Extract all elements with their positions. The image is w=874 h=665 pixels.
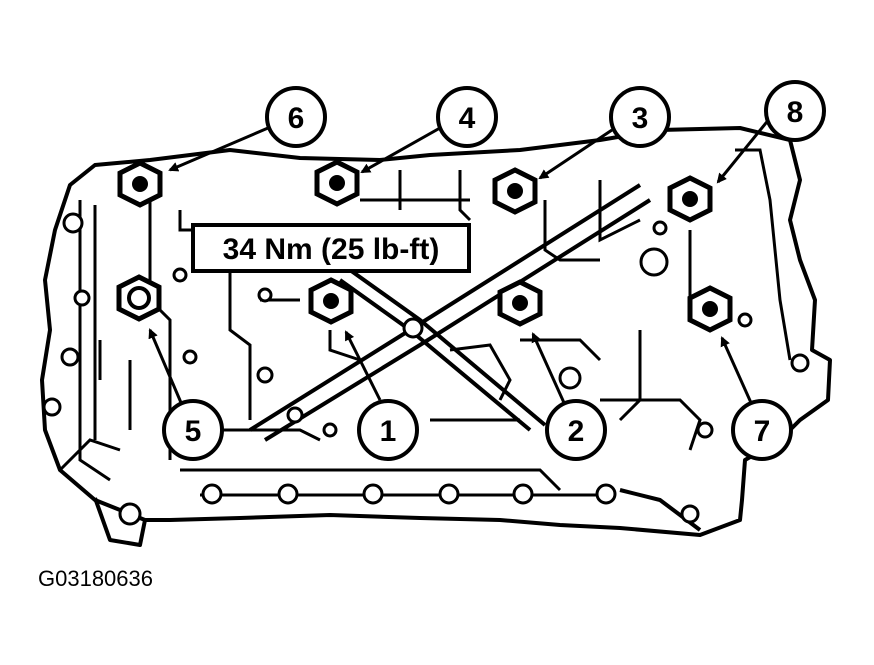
callout-3: 3 [609, 86, 671, 148]
callout-6-label: 6 [288, 102, 305, 135]
callout-1: 1 [357, 399, 419, 461]
callout-7: 7 [731, 399, 793, 461]
leader-arrows [148, 117, 772, 406]
perimeter-bolts [118, 483, 700, 526]
figure-code: G03180636 [38, 566, 153, 591]
bolt-3 [492, 167, 538, 215]
callout-8-label: 8 [787, 96, 804, 129]
callout-5: 5 [162, 399, 224, 461]
callout-5-label: 5 [185, 415, 202, 448]
callout-4-label: 4 [459, 102, 476, 135]
callout-7-label: 7 [754, 415, 771, 448]
torque-spec-label: 34 Nm (25 lb-ft) [223, 233, 440, 266]
callout-8: 8 [764, 80, 826, 142]
rib-junction [402, 317, 424, 339]
torque-spec-box: 34 Nm (25 lb-ft) [191, 223, 471, 273]
callout-2-label: 2 [568, 415, 585, 448]
bolt-2 [497, 279, 543, 327]
bolt-7 [687, 285, 733, 333]
callout-2: 2 [545, 399, 607, 461]
callout-4: 4 [436, 86, 498, 148]
callout-3-label: 3 [632, 102, 649, 135]
callout-1-label: 1 [380, 415, 397, 448]
bolt-4 [314, 159, 360, 207]
bolt-6 [117, 160, 163, 208]
bolt-1 [308, 277, 354, 325]
small-ports [42, 212, 810, 439]
callout-6: 6 [265, 86, 327, 148]
bolt-8 [667, 175, 713, 223]
bolt-5 [116, 274, 162, 322]
